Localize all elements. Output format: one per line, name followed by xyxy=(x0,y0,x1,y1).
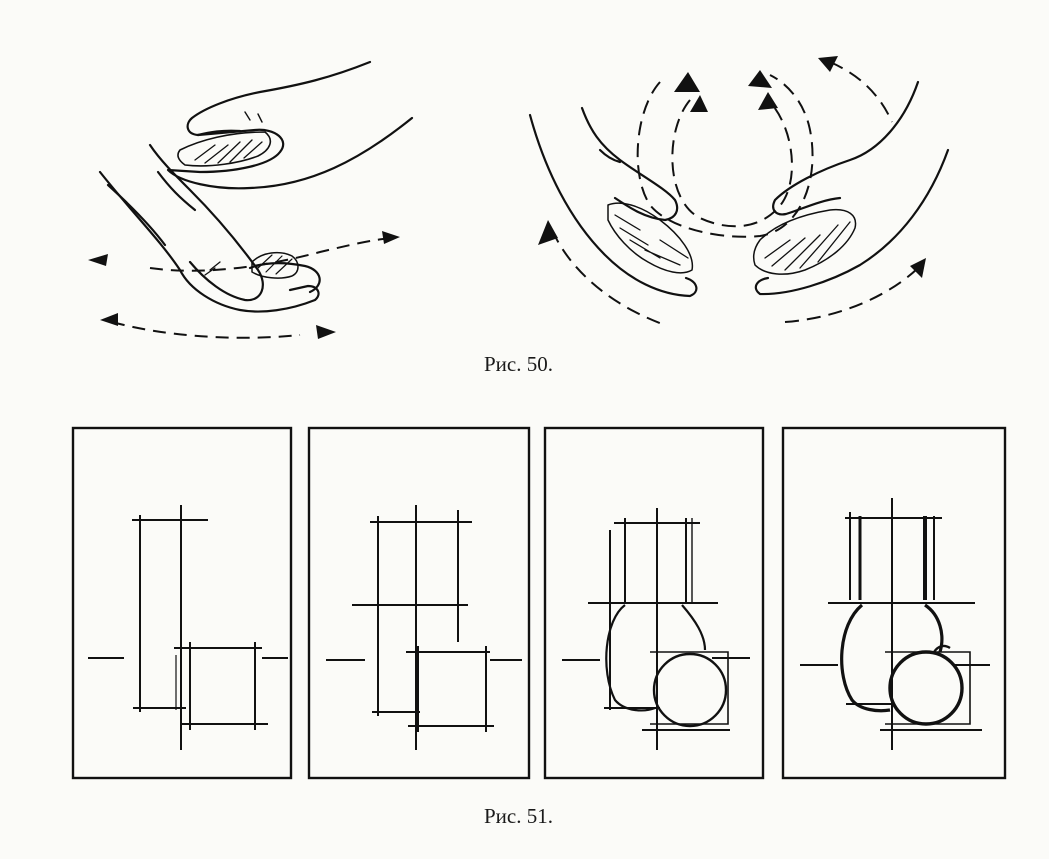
panel-4-apple xyxy=(888,650,964,726)
arrow-right-lower xyxy=(316,325,336,339)
panel-3-apple xyxy=(652,652,728,728)
panel-4-apple-stem xyxy=(933,644,951,653)
motion-arc-left xyxy=(551,229,666,326)
left-hand-outline xyxy=(528,113,698,298)
arrow-bottom-right xyxy=(910,258,926,278)
panel-3-vase-outline xyxy=(605,604,707,712)
panel-3-drawing xyxy=(562,508,750,750)
fabric-upper xyxy=(177,131,272,167)
arrow-left-upper xyxy=(88,254,108,266)
panel-1-drawing xyxy=(88,505,288,750)
arrow-right-upper xyxy=(382,231,400,244)
arrow-up-right-loop xyxy=(748,70,772,88)
motion-loop-inner xyxy=(671,99,793,228)
upper-hand-outline xyxy=(166,60,414,190)
hands-kneading-illustration xyxy=(88,56,950,339)
motion-path-upper xyxy=(149,237,393,272)
panel-3-frame xyxy=(543,426,765,780)
fabric-left-hand xyxy=(607,202,694,274)
arrow-top-right xyxy=(818,56,838,72)
arrow-up-left-loop xyxy=(674,72,700,92)
right-hand-outline xyxy=(772,80,920,216)
caption-fig-50: Рис. 50. xyxy=(484,352,553,376)
arrow-left-curve xyxy=(538,220,558,245)
still-life-construction-steps xyxy=(71,426,1007,780)
motion-arc-top-right xyxy=(829,61,893,123)
panel-4-vase-outline xyxy=(840,603,944,713)
figure-51-construction-panels xyxy=(0,420,1049,790)
panel-4-frame xyxy=(781,426,1007,780)
caption-fig-51: Рис. 51. xyxy=(484,804,553,828)
fabric-lower xyxy=(251,251,299,279)
motion-path-lower xyxy=(111,321,301,339)
panel-2-frame xyxy=(307,426,531,780)
lower-hand-outline xyxy=(98,170,320,313)
motion-loop-outer xyxy=(636,74,814,238)
motion-arc-bottom-right xyxy=(784,267,919,323)
arrow-up-inner-right xyxy=(758,92,778,110)
panel-4-drawing xyxy=(800,498,990,750)
panel-2-drawing xyxy=(326,505,522,750)
fabric-right-hand xyxy=(752,208,857,275)
figure-50-illustration xyxy=(0,0,1049,350)
arrow-up-inner-left xyxy=(690,95,708,112)
panel-1-frame xyxy=(71,426,293,780)
arrow-left-lower xyxy=(100,313,118,326)
